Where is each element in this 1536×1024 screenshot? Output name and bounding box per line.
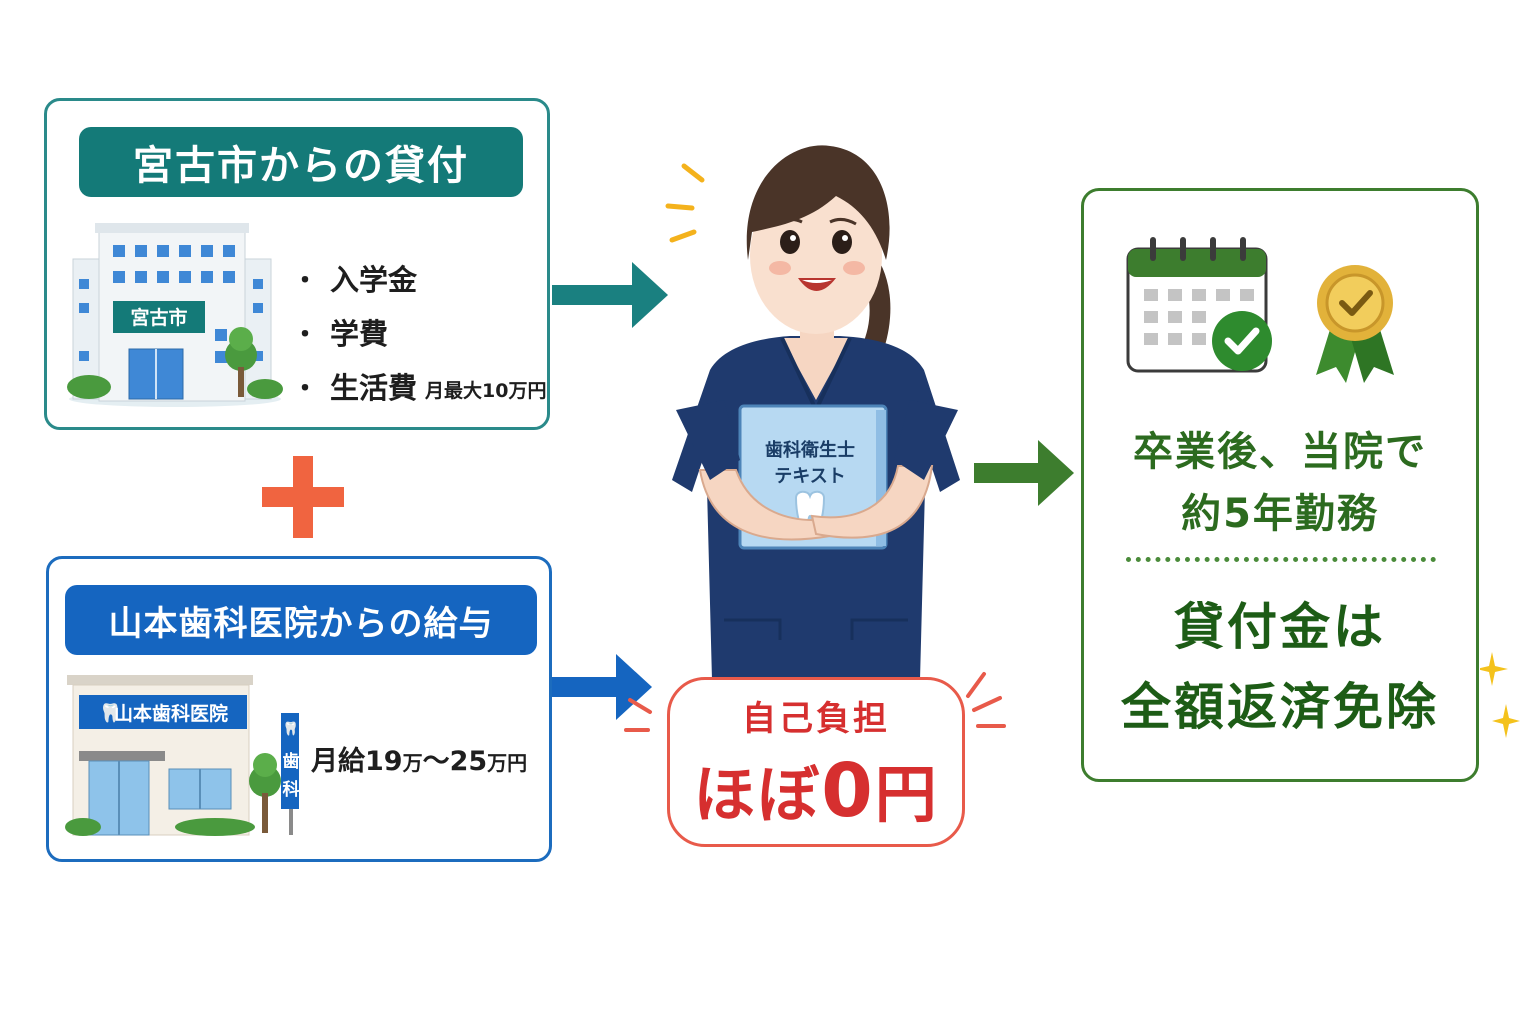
plus-icon xyxy=(262,456,344,538)
zero-cost-badge: 自己負担 ほぼ0円 xyxy=(667,677,965,847)
svg-text:歯: 歯 xyxy=(283,751,300,772)
arrow-right-icon xyxy=(552,654,652,720)
result-card: 卒業後、当院で 約5年勤務 貸付金は 全額返済免除 xyxy=(1081,188,1479,782)
cost-value: ほぼ0円 xyxy=(693,747,939,834)
svg-text:宮古市: 宮古市 xyxy=(130,306,187,329)
cost-label: 自己負担 xyxy=(742,698,890,739)
arrow-right-icon xyxy=(974,440,1074,506)
award-medal-icon xyxy=(1316,265,1394,383)
city-hall-building-icon: 宮古市 xyxy=(67,223,283,407)
result-condition: 卒業後、当院で 約5年勤務 xyxy=(1133,429,1427,537)
list-item: ・生活費月最大10万円 xyxy=(292,371,547,405)
svg-text:テキスト: テキスト xyxy=(774,466,845,487)
salary-amount: 月給19万～25万円 xyxy=(311,746,528,777)
svg-text:🦷: 🦷 xyxy=(99,702,121,724)
list-item: ・入学金 xyxy=(292,263,418,297)
salary-card: 山本歯科医院からの給与 🦷 山本歯科医院 🦷 歯 科 月給19万～25万円 xyxy=(46,556,552,862)
svg-text:🦷: 🦷 xyxy=(283,721,299,737)
emphasis-lines-icon xyxy=(624,698,652,732)
loan-card: 宮古市からの貸付 宮古市 ・入学金 ・学費 xyxy=(44,98,550,430)
calendar-check-icon xyxy=(1126,237,1272,373)
svg-text:山本歯科医院: 山本歯科医院 xyxy=(114,702,228,725)
arrow-right-icon xyxy=(552,262,668,328)
salary-card-title: 山本歯科医院からの給与 xyxy=(65,585,537,655)
emphasis-lines-icon xyxy=(966,672,1006,728)
living-cost-note: 月最大10万円 xyxy=(425,379,547,402)
dotted-divider xyxy=(1126,557,1436,562)
loan-items-list: ・入学金 ・学費 ・生活費月最大10万円 xyxy=(292,251,546,413)
result-outcome: 貸付金は 全額返済免除 xyxy=(1121,598,1439,736)
sparkle-icon xyxy=(1480,652,1520,738)
svg-text:科: 科 xyxy=(283,779,300,800)
dental-clinic-building-icon: 🦷 山本歯科医院 🦷 歯 科 xyxy=(65,675,300,836)
list-item: ・学費 xyxy=(292,317,389,351)
dental-hygienist-student-illustration: 歯科衛生士 テキスト xyxy=(665,145,960,680)
svg-text:歯科衛生士: 歯科衛生士 xyxy=(765,439,855,461)
loan-card-title: 宮古市からの貸付 xyxy=(79,127,523,197)
